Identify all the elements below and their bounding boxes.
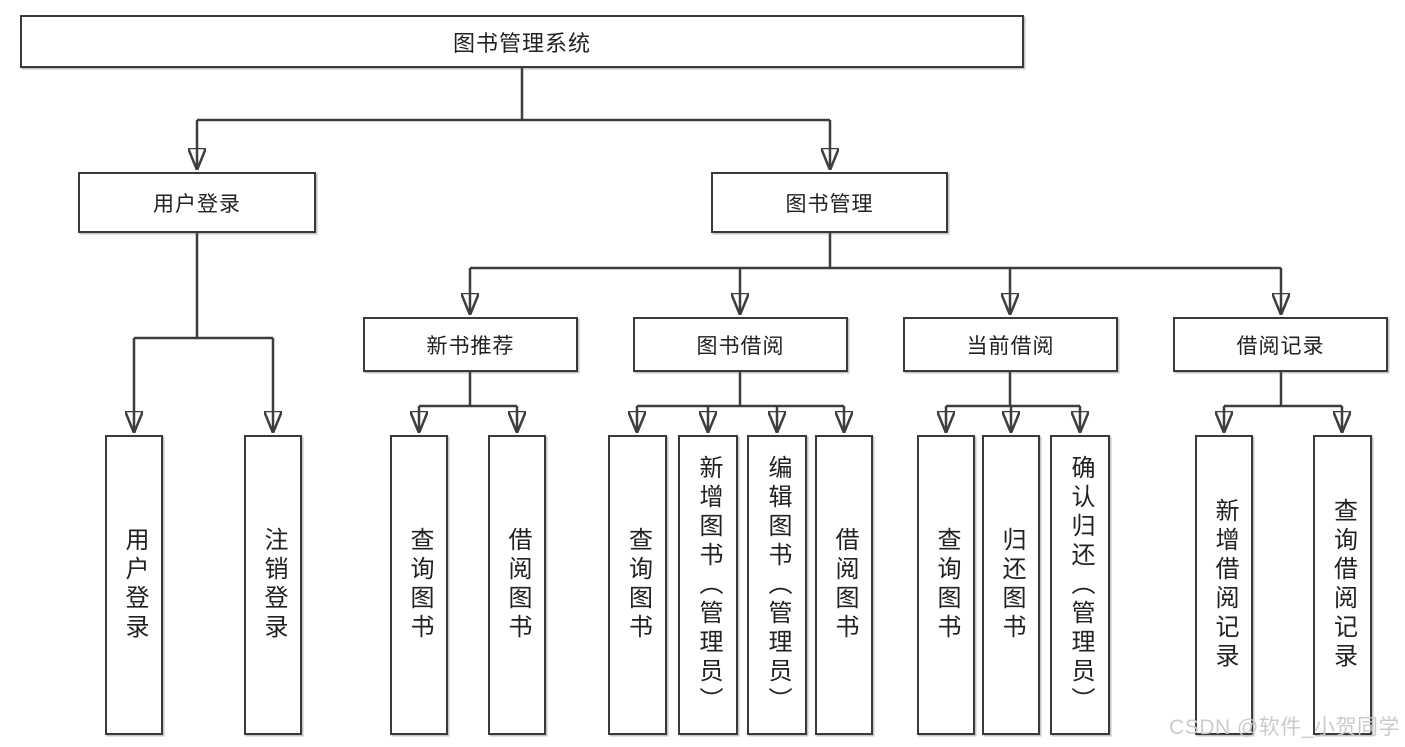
leaf-query-books-1: 查询图书 [390, 435, 448, 735]
leaf-user-login: 用户登录 [105, 435, 163, 735]
leaf-query-borrow-record: 查询借阅记录 [1313, 435, 1372, 735]
leaf-add-borrow-record: 新增借阅记录 [1195, 435, 1253, 735]
connector-borrow-records-to-leaves [1224, 372, 1342, 431]
connector-root-to-level2 [197, 68, 830, 168]
connector-current-borrow-to-leaves [946, 372, 1080, 431]
node-book-management-branch: 图书管理 [711, 172, 948, 233]
node-root-system: 图书管理系统 [20, 15, 1024, 68]
csdn-watermark: CSDN @软件_小贺同学 [1169, 716, 1400, 739]
node-user-login-branch: 用户登录 [78, 172, 316, 233]
leaf-add-book-admin: 新增图书（管理员） [678, 435, 738, 735]
connector-user-login-to-leaves [134, 233, 273, 431]
leaf-logout: 注销登录 [244, 435, 302, 735]
leaf-confirm-return-admin: 确认归还（管理员） [1050, 435, 1110, 735]
leaf-return-book: 归还图书 [982, 435, 1040, 735]
connector-book-borrow-to-leaves [637, 372, 844, 431]
leaf-query-books-2: 查询图书 [608, 435, 667, 735]
leaf-borrow-books-1: 借阅图书 [488, 435, 546, 735]
node-new-book-recommend: 新书推荐 [363, 317, 578, 372]
leaf-query-books-3: 查询图书 [917, 435, 975, 735]
connector-book-mgmt-to-groups [470, 233, 1281, 313]
node-current-borrow: 当前借阅 [903, 317, 1118, 372]
leaf-borrow-books-2: 借阅图书 [815, 435, 873, 735]
node-book-borrow: 图书借阅 [633, 317, 848, 372]
node-borrow-records: 借阅记录 [1173, 317, 1388, 372]
connector-new-book-to-leaves [419, 372, 517, 431]
leaf-edit-book-admin: 编辑图书（管理员） [747, 435, 807, 735]
